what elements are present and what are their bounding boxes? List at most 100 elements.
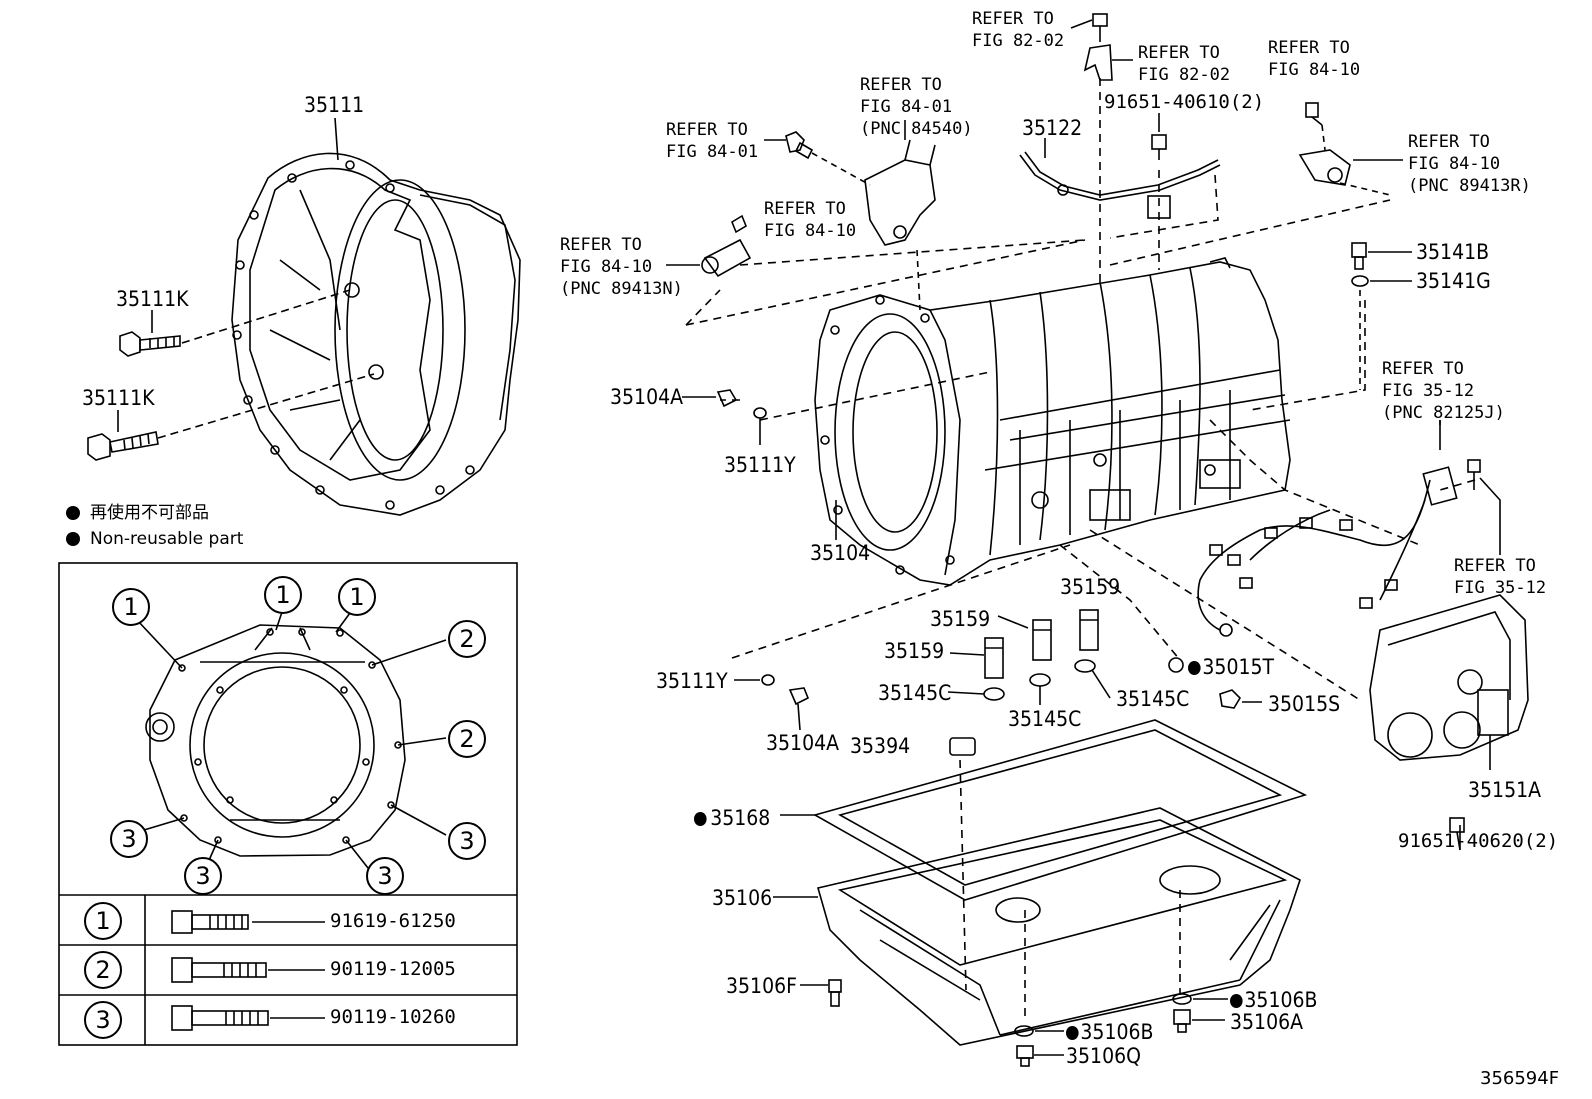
figure-id: 356594F	[1480, 1068, 1560, 1089]
callout-35106f: 35106F	[726, 974, 798, 998]
callout-35151a: 35151A	[1468, 778, 1542, 802]
legend-en: Non-reusable part	[66, 526, 243, 552]
oil-pan-35106	[817, 807, 1301, 1046]
callout-35141b: 35141B	[1416, 240, 1490, 264]
washer-35141g	[1351, 275, 1369, 287]
callout-91651-40620: 91651-40620(2)	[1398, 830, 1559, 852]
callout-35394: 35394	[850, 734, 911, 758]
table-key-3: 3	[84, 1001, 122, 1039]
circle-number-3-d: 3	[366, 857, 404, 895]
leader-35111	[334, 117, 339, 161]
plug-35159-b	[1032, 619, 1052, 661]
wire-harness	[1197, 420, 1458, 637]
bolt-fig35-12	[1467, 459, 1481, 490]
table-part-1: 91619-61250	[330, 910, 456, 932]
ref-fig35-12-pnc: REFER TO FIG 35-12 (PNC 82125J)	[1382, 359, 1505, 423]
circle-number-1-c: 1	[338, 578, 376, 616]
ref-fig84-10-pnc-r: REFER TO FIG 84-10 (PNC 89413R)	[1408, 132, 1531, 196]
ring-35111y-a	[753, 407, 767, 419]
ref-fig84-10-tr: REFER TO FIG 84-10	[1268, 38, 1361, 80]
callout-35104a-b: 35104A	[766, 731, 840, 755]
plug-35159-a	[1079, 609, 1099, 651]
callout-35122: 35122	[1022, 116, 1083, 140]
washer-35106b-a	[1172, 993, 1192, 1005]
callout-35111y-b: 35111Y	[656, 669, 728, 693]
transmission-case	[814, 257, 1291, 586]
inset-leaders	[136, 611, 447, 869]
circle-number-3-a: 3	[110, 820, 148, 858]
plug-35104a-b	[788, 687, 810, 731]
ref-fig84-01-pnc: REFER TO FIG 84-01 (PNC 84540)	[860, 75, 973, 139]
callout-35106b-a: 35106B	[1230, 988, 1317, 1012]
callout-91651-40610: 91651-40610(2)	[1104, 91, 1265, 113]
bolt-91651-40610	[1151, 134, 1167, 160]
ref-fig84-01: REFER TO FIG 84-01	[666, 120, 759, 162]
callout-35111: 35111	[304, 93, 365, 117]
callout-35015s: 35015S	[1268, 692, 1341, 716]
seal-35145c-c	[983, 687, 1005, 701]
inset-housing-outline	[145, 624, 406, 857]
table-key-2: 2	[84, 951, 122, 989]
non-reusable-dot-icon	[1066, 1026, 1079, 1040]
callout-35111y-a: 35111Y	[724, 453, 796, 477]
callout-35145c-a: 35145C	[878, 681, 952, 705]
inset-box	[58, 562, 518, 1046]
sensor-89413r	[1298, 102, 1351, 186]
plug-35015s	[1219, 689, 1242, 709]
gasket-35168	[812, 719, 1308, 901]
table-key-1: 1	[84, 902, 122, 940]
circle-number-2-b: 2	[448, 720, 486, 758]
ring-35111y-b	[761, 674, 775, 686]
callout-35104a-a: 35104A	[610, 385, 684, 409]
circle-number-2-a: 2	[448, 620, 486, 658]
callout-35159-c: 35159	[884, 639, 945, 663]
table-part-3: 90119-10260	[330, 1006, 456, 1028]
valve-cover-35151a	[1369, 594, 1529, 761]
bullet-dot-icon	[66, 532, 80, 546]
callout-35106q: 35106Q	[1066, 1044, 1142, 1068]
bolt-35111k-lower	[87, 431, 159, 461]
table-bolt-1	[171, 910, 325, 934]
bolt-fig84-01	[785, 131, 814, 160]
table-bolt-2	[171, 957, 325, 983]
circle-number-1-b: 1	[264, 576, 302, 614]
plug-35104a-a	[716, 389, 738, 408]
callout-35145c-c: 35145C	[1116, 687, 1190, 711]
plug-35106a	[1173, 1009, 1191, 1033]
converter-housing	[231, 152, 521, 516]
seal-35145c-a	[1074, 659, 1096, 673]
seal-35145c-b	[1029, 673, 1051, 687]
plug-35159-c	[984, 637, 1004, 679]
callout-35106b-b: 35106B	[1066, 1020, 1153, 1044]
table-bolt-3	[171, 1005, 325, 1031]
bullet-dot-icon	[66, 506, 80, 520]
magnet-35394	[949, 737, 976, 756]
ref-fig82-top: REFER TO FIG 82-02	[972, 9, 1065, 51]
sensor-89413n	[701, 214, 752, 278]
legend-jp: 再使用不可部品	[66, 500, 243, 526]
ref-fig82-b: REFER TO FIG 82-02	[1138, 43, 1231, 85]
circle-number-1-a: 1	[112, 588, 150, 626]
table-part-2: 90119-12005	[330, 958, 456, 980]
callout-35111k-b: 35111K	[82, 386, 155, 410]
washer-35106b-b	[1014, 1025, 1034, 1037]
bracket-84540	[864, 139, 936, 246]
callout-35159-a: 35159	[1060, 575, 1121, 599]
dashed-bolt-lines	[157, 289, 375, 439]
plug-35106q	[1016, 1045, 1034, 1067]
callout-35106a: 35106A	[1230, 1010, 1304, 1034]
ring-35015t	[1168, 657, 1184, 673]
callout-35104: 35104	[810, 541, 871, 565]
ref-fig35-12: REFER TO FIG 35-12	[1454, 556, 1547, 598]
circle-number-3-c: 3	[184, 857, 222, 895]
bolt-35141b	[1351, 242, 1367, 270]
callout-35015t: 35015T	[1188, 655, 1274, 679]
ref-fig84-10-mid: REFER TO FIG 84-10	[764, 199, 857, 241]
non-reusable-dot-icon	[1188, 661, 1201, 675]
bolt-35106f	[828, 979, 842, 1007]
non-reusable-dot-icon	[1230, 994, 1243, 1008]
callout-35106: 35106	[712, 886, 773, 910]
callout-35111k-a: 35111K	[116, 287, 189, 311]
assembly-dashed-lines	[685, 78, 1476, 1020]
